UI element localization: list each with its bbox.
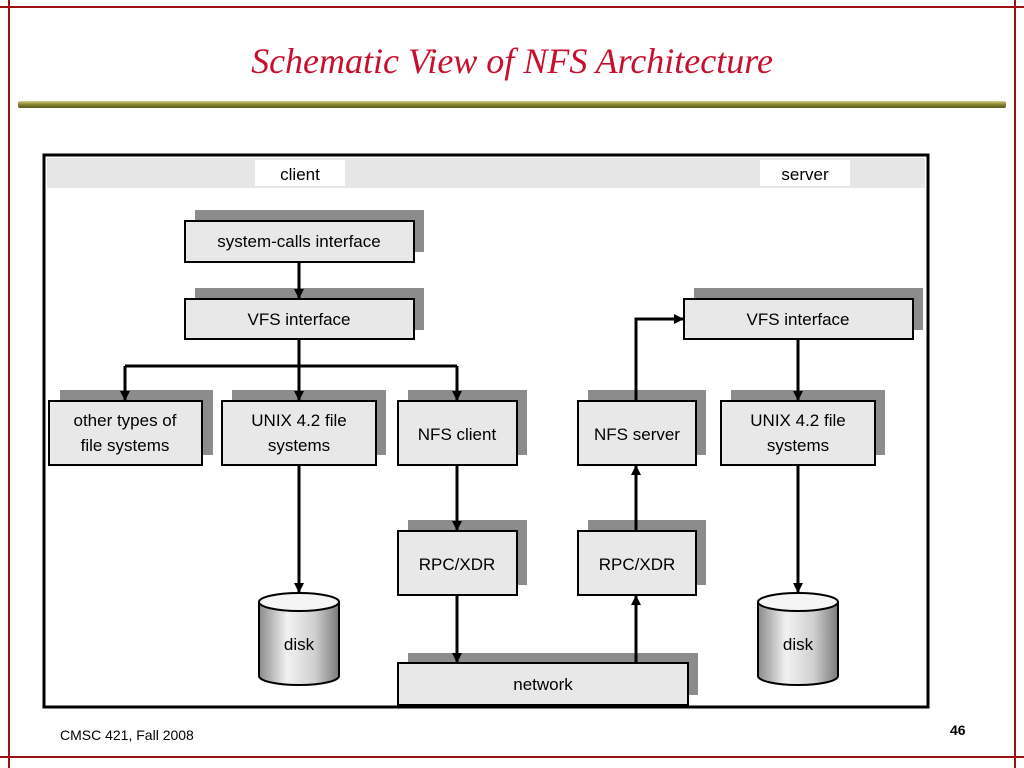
client-vfs-label: VFS interface xyxy=(248,310,351,329)
server-rpc-box xyxy=(577,530,697,596)
slide-title: Schematic View of NFS Architecture xyxy=(251,41,773,81)
nfs-server-box xyxy=(577,400,697,466)
client-label: client xyxy=(280,165,320,184)
client-rpc-label: RPC/XDR xyxy=(419,555,496,574)
network-box xyxy=(397,662,689,706)
frame-bottom-line xyxy=(0,756,1024,758)
title-underline xyxy=(18,101,1006,108)
frame-top-line xyxy=(0,6,1024,8)
server-label: server xyxy=(781,165,829,184)
server-disk xyxy=(757,592,839,686)
client-syscalls-label: system-calls interface xyxy=(217,232,380,251)
arrow-nfs-server-to-vfs xyxy=(634,314,684,401)
client-unix-fs-label-line2: systems xyxy=(268,436,330,455)
footer-course: CMSC 421, Fall 2008 xyxy=(60,727,194,743)
server-label-bg xyxy=(760,160,850,186)
frame-right-line xyxy=(1014,0,1016,768)
server-unix-fs-label-line1: UNIX 4.2 file xyxy=(750,411,845,430)
nfs-server-label: NFS server xyxy=(594,425,680,444)
client-disk xyxy=(258,592,340,686)
server-rpc-label: RPC/XDR xyxy=(599,555,676,574)
client-unix-fs-label-line1: UNIX 4.2 file xyxy=(251,411,346,430)
frame-left-line xyxy=(8,0,10,768)
server-unix-fs-label-line2: systems xyxy=(767,436,829,455)
client-syscalls-box xyxy=(184,220,415,263)
client-other-fs-label-line2: file systems xyxy=(81,436,170,455)
server-vfs-label: VFS interface xyxy=(747,310,850,329)
page-number: 46 xyxy=(950,722,966,738)
client-other-fs-box xyxy=(48,400,203,466)
server-unix-fs-box xyxy=(720,400,876,466)
client-disk-label: disk xyxy=(284,635,315,654)
nfs-client-label: NFS client xyxy=(418,425,497,444)
client-label-bg xyxy=(255,160,345,186)
server-disk-label: disk xyxy=(783,635,814,654)
client-other-fs-label-line1: other types of xyxy=(73,411,176,430)
network-label: network xyxy=(513,675,573,694)
